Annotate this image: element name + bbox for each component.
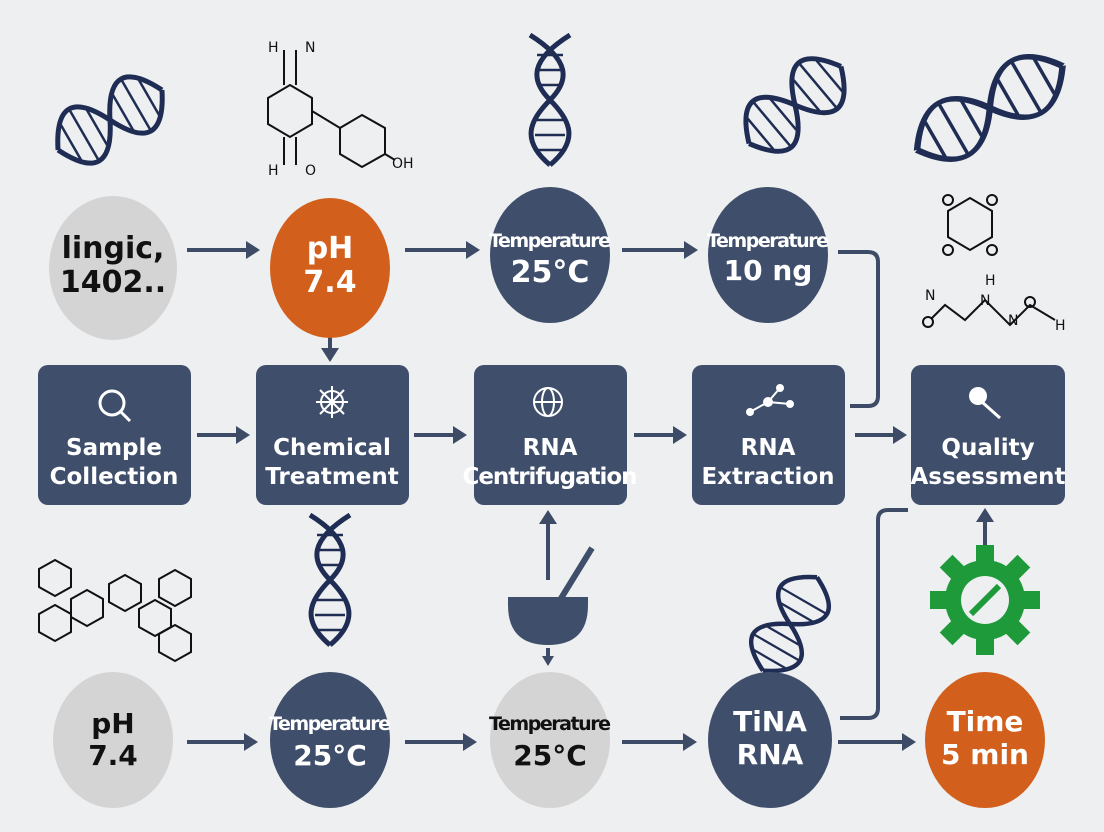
- chemical-structure-icon: N H N N H: [922, 273, 1066, 334]
- atom-label: H: [268, 40, 279, 56]
- chemical-structure-icon: [942, 194, 998, 256]
- atom-label: N: [305, 40, 315, 56]
- svg-text:Temperature: Temperature: [489, 713, 611, 735]
- svg-text:RNA: RNA: [741, 435, 796, 461]
- atom-label: O: [305, 163, 316, 179]
- bottom-node-1: pH 7.4: [53, 672, 173, 808]
- svg-text:7.4: 7.4: [88, 739, 138, 772]
- dna-helix-icon: [528, 32, 572, 167]
- step-sample-collection[interactable]: Sample Collection: [38, 365, 191, 505]
- svg-text:Sample: Sample: [66, 435, 162, 461]
- svg-text:Centrifugation: Centrifugation: [463, 464, 638, 490]
- svg-text:pH: pH: [307, 231, 354, 266]
- top-node-1: lingic, 1402..: [49, 196, 177, 340]
- bottom-node-3: Temperature 25°C: [489, 672, 611, 808]
- polycyclic-structure-icon: [38, 558, 192, 663]
- top-node-4: Temperature 10 ng: [707, 187, 829, 323]
- svg-text:Extraction: Extraction: [701, 464, 834, 490]
- step-rna-centrifugation[interactable]: RNA Centrifugation: [463, 365, 638, 505]
- svg-text:7.4: 7.4: [303, 265, 356, 300]
- svg-text:Treatment: Treatment: [265, 464, 399, 490]
- pin-icon: [969, 387, 1001, 420]
- svg-text:Quality: Quality: [941, 435, 1034, 461]
- dna-helix-icon: [55, 74, 165, 166]
- atom-label: H: [1055, 318, 1066, 334]
- dna-helix-icon: [308, 512, 352, 647]
- step-quality-assessment[interactable]: Quality Assessment: [910, 365, 1066, 505]
- dna-helix-icon: [913, 54, 1066, 162]
- top-node-2: pH 7.4: [270, 198, 390, 338]
- svg-text:Assessment: Assessment: [910, 464, 1065, 490]
- bottom-node-2: Temperature 25°C: [269, 672, 391, 808]
- atom-label: N: [1008, 313, 1018, 329]
- atom-label: H: [985, 273, 996, 289]
- virus-icon: [316, 386, 348, 418]
- magnifier-icon: [98, 389, 132, 423]
- chemical-structure-icon: H N H O OH: [267, 40, 414, 179]
- svg-text:TiNA: TiNA: [733, 705, 807, 738]
- svg-text:Time: Time: [947, 705, 1024, 738]
- molecule-icon: [746, 384, 794, 416]
- svg-text:pH: pH: [91, 707, 134, 740]
- svg-text:Collection: Collection: [50, 464, 179, 490]
- svg-text:25°C: 25°C: [293, 739, 367, 772]
- svg-text:Temperature: Temperature: [707, 230, 829, 252]
- step-rna-extraction[interactable]: RNA Extraction: [692, 365, 845, 505]
- dna-helix-icon: [743, 56, 847, 154]
- svg-text:5 min: 5 min: [941, 738, 1029, 771]
- svg-text:lingic,: lingic,: [62, 231, 165, 266]
- svg-text:25°C: 25°C: [511, 255, 590, 290]
- svg-text:Chemical: Chemical: [273, 435, 391, 461]
- atom-label: N: [980, 293, 990, 309]
- globe-icon: [533, 387, 563, 417]
- top-node-3: Temperature 25°C: [489, 187, 611, 323]
- atom-label: H: [268, 163, 279, 179]
- atom-label: OH: [392, 156, 414, 172]
- gear-icon: [930, 545, 1040, 655]
- arrows: [187, 241, 994, 751]
- bottom-node-4: TiNA RNA: [708, 672, 832, 808]
- dna-helix-icon: [749, 574, 831, 674]
- bottom-node-5: Time 5 min: [925, 672, 1045, 808]
- svg-text:Temperature: Temperature: [269, 713, 391, 735]
- svg-text:25°C: 25°C: [513, 739, 587, 772]
- atom-label: N: [925, 288, 935, 304]
- svg-text:10 ng: 10 ng: [724, 254, 813, 287]
- step-chemical-treatment[interactable]: Chemical Treatment: [256, 365, 409, 505]
- centrifuge-bowl-icon: [508, 546, 595, 645]
- svg-text:RNA: RNA: [523, 435, 578, 461]
- svg-text:RNA: RNA: [737, 738, 804, 771]
- svg-text:Temperature: Temperature: [489, 230, 611, 252]
- svg-text:1402..: 1402..: [60, 265, 166, 300]
